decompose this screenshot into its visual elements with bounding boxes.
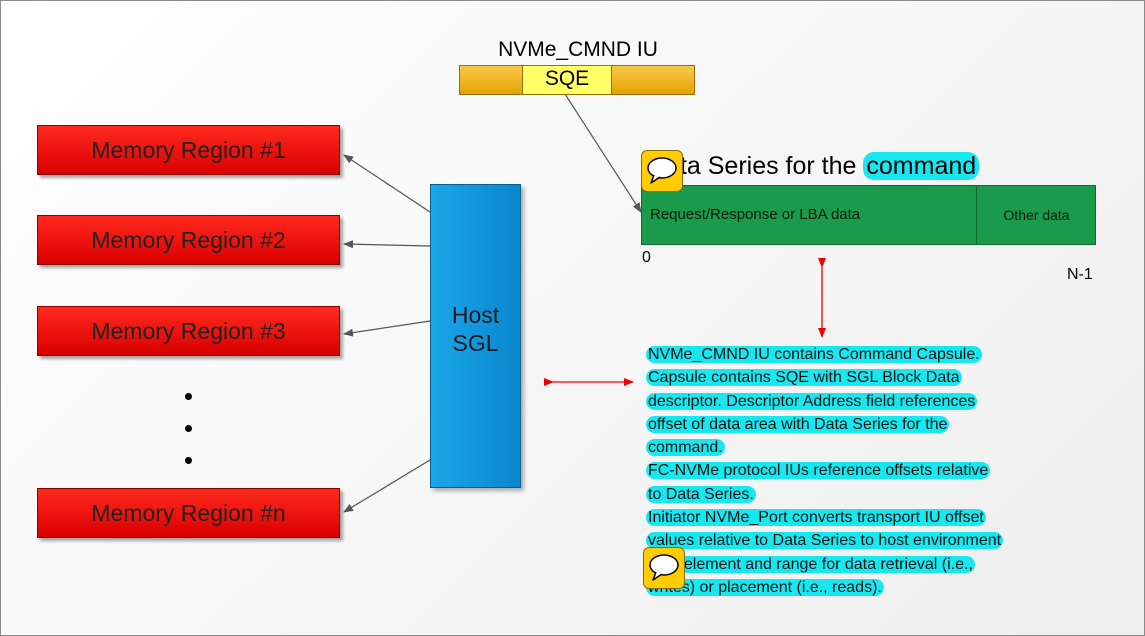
description-line: command. [646, 439, 725, 457]
data-series-title-highlight: command [863, 152, 980, 180]
memory-region-n: Memory Region #n [37, 488, 340, 538]
data-series-bar: Request/Response or LBA data Other data [641, 185, 1096, 245]
command-iu-bar: SQE [459, 65, 695, 95]
command-iu-title: NVMe_CMND IU [498, 38, 658, 61]
comment-icon[interactable] [641, 150, 683, 192]
host-sgl-label-line1: Host [451, 302, 500, 328]
memory-region-2: Memory Region #2 [37, 215, 340, 265]
data-series-title: Data Series for the command [648, 152, 980, 181]
data-segment-request-response: Request/Response or LBA data [650, 206, 861, 223]
description-line: writes) or placement (i.e., reads). [646, 578, 884, 596]
data-segment-other: Other data [976, 186, 1096, 244]
data-series-end-label: N-1 [1067, 266, 1093, 283]
ellipsis-dot [185, 457, 192, 464]
description-text: NVMe_CMND IU contains Command Capsule. C… [646, 343, 1116, 599]
data-series-start-label: 0 [642, 249, 651, 266]
ellipsis-dot [185, 425, 192, 432]
description-line: Initiator NVMe_Port converts transport I… [646, 509, 986, 527]
description-line: descriptor. Descriptor Address field ref… [646, 392, 978, 410]
ellipsis-dot [185, 393, 192, 400]
description-line: offset of data area with Data Series for… [646, 415, 950, 433]
memory-region-1: Memory Region #1 [37, 125, 340, 175]
host-sgl-block: Host SGL [430, 184, 521, 488]
host-sgl-label-line2: SGL [452, 330, 499, 356]
description-line: values relative to Data Series to host e… [646, 532, 1004, 550]
description-line: FC-NVMe protocol IUs reference offsets r… [646, 462, 991, 480]
comment-icon[interactable] [643, 547, 685, 589]
description-line: NVMe_CMND IU contains Command Capsule. [646, 346, 982, 363]
memory-region-3: Memory Region #3 [37, 306, 340, 356]
sqe-field: SQE [522, 65, 612, 95]
description-line: to Data Series. [646, 485, 756, 503]
description-line: SGL element and range for data retrieval… [646, 555, 975, 573]
description-line: Capsule contains SQE with SGL Block Data [646, 369, 962, 387]
